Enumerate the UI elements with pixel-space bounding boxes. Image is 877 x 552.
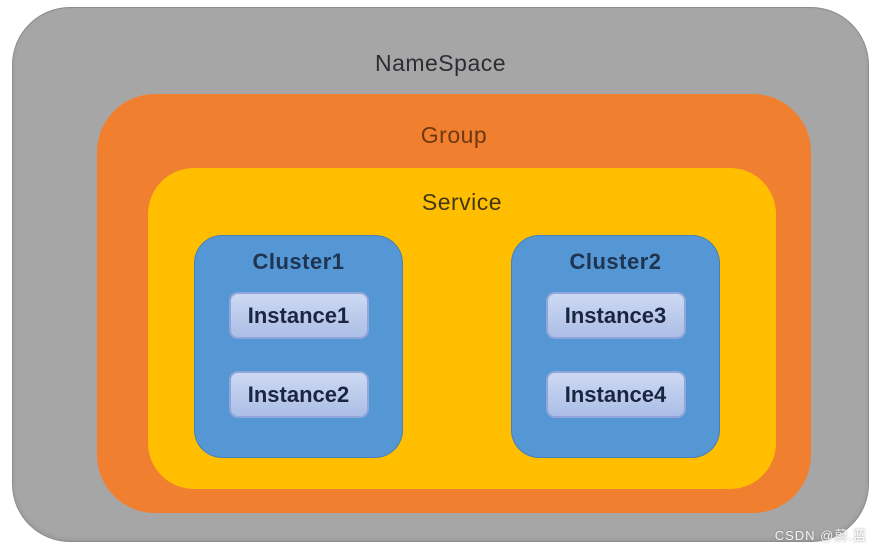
group-box: Group Service Cluster1 Instance1 Instanc… — [97, 94, 811, 513]
instance2-box: Instance2 — [228, 371, 369, 418]
service-box: Service Cluster1 Instance1 Instance2 Clu… — [148, 168, 776, 489]
instance1-box: Instance1 — [228, 292, 369, 339]
namespace-box: NameSpace Group Service Cluster1 Instanc… — [12, 7, 869, 542]
namespace-label: NameSpace — [374, 50, 507, 76]
cluster1-box: Cluster1 Instance1 Instance2 — [194, 235, 403, 458]
cluster2-box: Cluster2 Instance3 Instance4 — [511, 235, 720, 458]
cluster1-label: Cluster1 — [252, 249, 345, 274]
group-label: Group — [420, 122, 488, 148]
service-label: Service — [421, 189, 503, 215]
instance4-box: Instance4 — [545, 371, 686, 418]
instance3-box: Instance3 — [545, 292, 686, 339]
csdn-watermark: CSDN @蔚.蓝 — [774, 528, 867, 543]
cluster2-label: Cluster2 — [569, 249, 662, 274]
